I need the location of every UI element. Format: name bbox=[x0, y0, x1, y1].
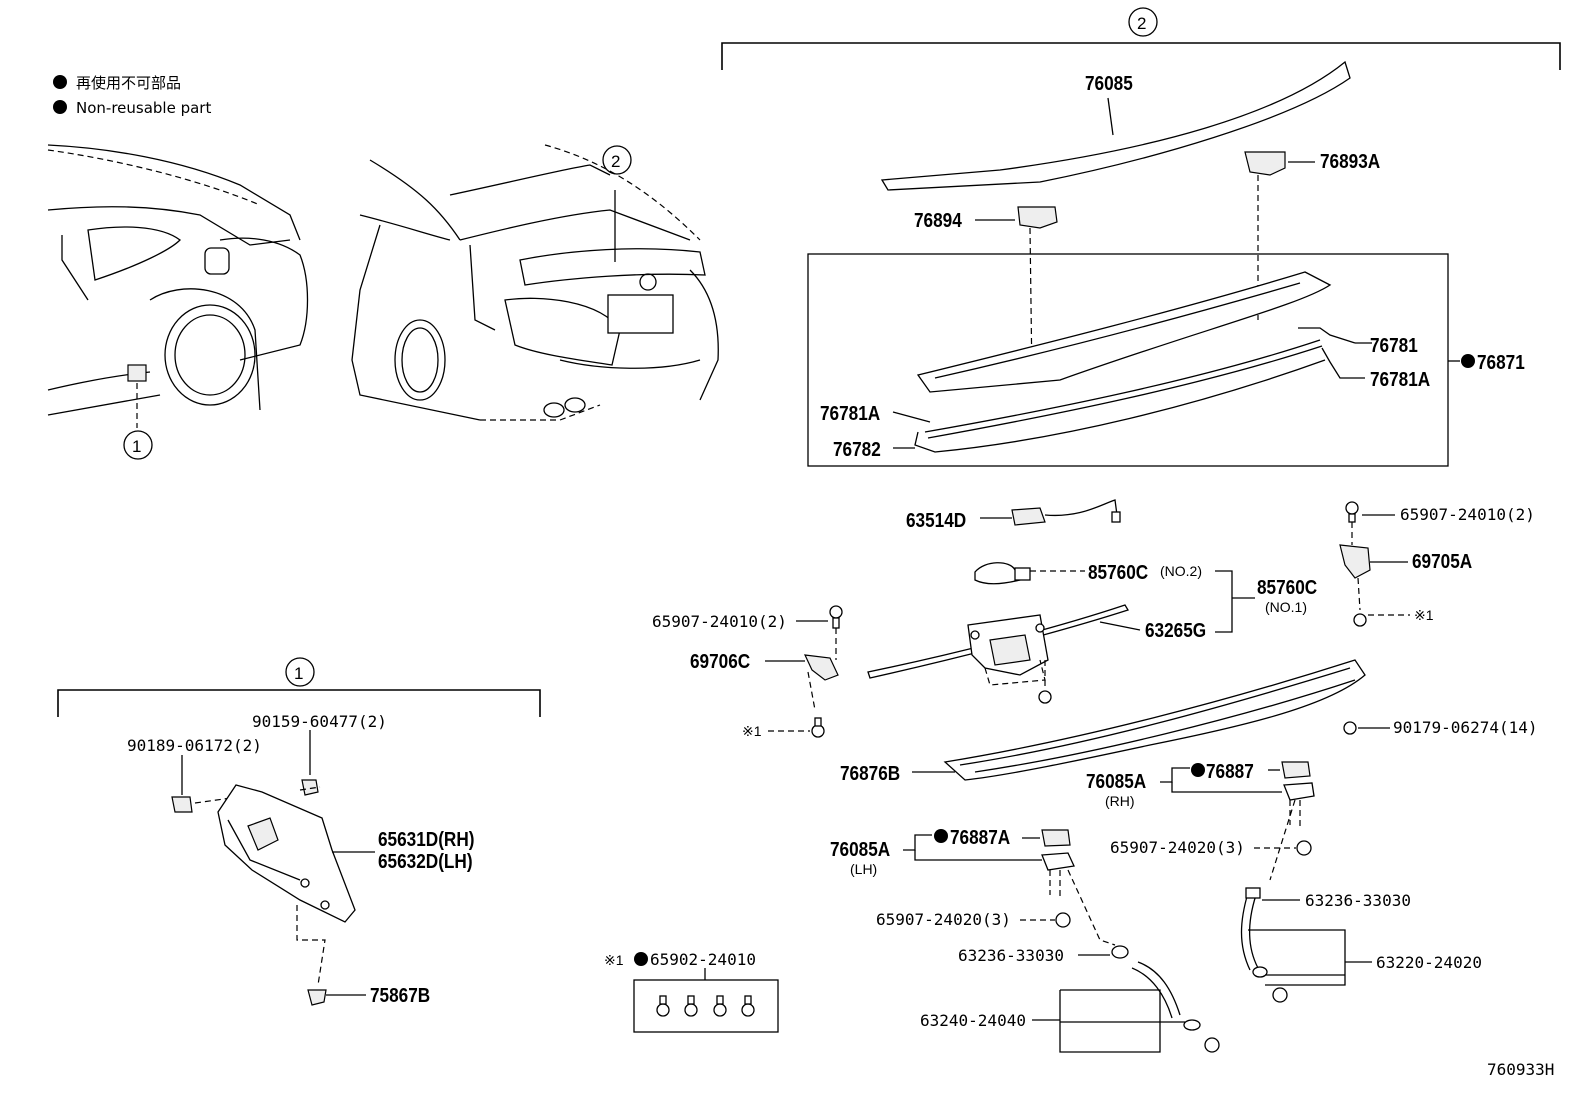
part-76887A: 76887A bbox=[950, 826, 1010, 849]
part-76085A-lh-qualifier: (LH) bbox=[850, 861, 877, 877]
non-reusable-dot-icon bbox=[934, 829, 948, 843]
callout-circle-1-group bbox=[285, 657, 315, 687]
part-65907-24020-left: 65907-24020(3) bbox=[876, 910, 1011, 929]
part-65902-24010: 65902-24010 bbox=[650, 950, 756, 969]
part-75867B: 75867B bbox=[370, 984, 430, 1007]
part-90159-60477: 90159-60477(2) bbox=[252, 712, 387, 731]
part-76781: 76781 bbox=[1370, 334, 1418, 357]
rh-bracket-group: 76085A (RH) 76887 65907-24020(3) 63236-3… bbox=[1086, 760, 1482, 1003]
part-76782: 76782 bbox=[833, 438, 881, 461]
part-85760C-no2: 85760C bbox=[1088, 561, 1148, 584]
non-reusable-dot-icon bbox=[53, 100, 67, 114]
legend: 再使用不可部品 Non-reusable part bbox=[53, 74, 211, 117]
legend-jp: 再使用不可部品 bbox=[76, 74, 181, 92]
part-76894: 76894 bbox=[914, 209, 962, 232]
lh-bracket-group: 76085A (LH) 76887A 65907-24020(3) 63236-… bbox=[830, 826, 1220, 1053]
spoiler-base: 76876B 90179-06274(14) bbox=[840, 659, 1538, 785]
part-85760C-no2-qualifier: (NO.2) bbox=[1160, 563, 1202, 579]
non-reusable-dot-icon bbox=[634, 952, 648, 966]
part-76085A-lh: 76085A bbox=[830, 838, 890, 861]
part-76893A: 76893A bbox=[1320, 150, 1380, 173]
part-76085: 76085 bbox=[1085, 72, 1133, 95]
star-mark-right: ※1 bbox=[1414, 607, 1434, 623]
part-65907-24020-right: 65907-24020(3) bbox=[1110, 838, 1245, 857]
group-2-label: 2 bbox=[1137, 14, 1146, 33]
figure-id: 760933H bbox=[1487, 1060, 1554, 1079]
callout-circle-2-top bbox=[1128, 7, 1158, 37]
group-1-label: 1 bbox=[294, 664, 303, 683]
group-2-bracket: 2 bbox=[721, 7, 1561, 70]
bolt-kit: ※1 65902-24010 bbox=[604, 950, 779, 1033]
callout-circle-2 bbox=[602, 145, 632, 175]
non-reusable-dot-icon bbox=[53, 75, 67, 89]
star-mark-left: ※1 bbox=[742, 723, 762, 739]
part-76781A-right: 76781A bbox=[1370, 368, 1430, 391]
group-1: 1 90159-60477(2) 90189-06172(2) 65631D(R… bbox=[57, 657, 541, 1007]
part-65631D: 65631D(RH) bbox=[378, 828, 474, 851]
part-76887: 76887 bbox=[1206, 760, 1254, 783]
part-85760C-no1-qualifier: (NO.1) bbox=[1265, 599, 1307, 615]
callout-2-label: 2 bbox=[611, 152, 620, 171]
part-69706C: 69706C bbox=[690, 650, 750, 673]
callout-1-label: 1 bbox=[132, 437, 141, 456]
non-reusable-dot-icon bbox=[1461, 354, 1475, 368]
part-63220-24020: 63220-24020 bbox=[1376, 953, 1482, 972]
group-76871-box: 76781 76781A 76781A 76782 76871 bbox=[807, 253, 1525, 467]
car-rear-view: 2 bbox=[351, 144, 719, 421]
part-85760C-no1: 85760C bbox=[1257, 576, 1317, 599]
car-side-view: 1 bbox=[47, 144, 309, 460]
part-76085A-rh: 76085A bbox=[1086, 770, 1146, 793]
part-65632D: 65632D(LH) bbox=[378, 850, 473, 873]
part-63514D: 63514D bbox=[906, 509, 966, 532]
part-65907-24010-left: 65907-24010(2) bbox=[652, 612, 787, 631]
left-hinge-group: 65907-24010(2) 69706C ※1 bbox=[652, 605, 843, 739]
part-76871: 76871 bbox=[1477, 351, 1525, 374]
part-90189-06172: 90189-06172(2) bbox=[127, 736, 262, 755]
star-mark-kit: ※1 bbox=[604, 952, 624, 968]
part-76876B: 76876B bbox=[840, 762, 900, 785]
part-63265G: 63265G bbox=[1145, 619, 1206, 642]
part-69705A: 69705A bbox=[1412, 550, 1472, 573]
spoiler-assembly: 76085 76893A 76894 bbox=[880, 60, 1380, 381]
part-63236-33030-left: 63236-33030 bbox=[958, 946, 1064, 965]
callout-circle-1 bbox=[123, 430, 153, 460]
motor-and-linkage: 63514D 85760C (NO.2) 85760C (NO.1) 63265… bbox=[867, 499, 1317, 704]
part-65907-24010-right: 65907-24010(2) bbox=[1400, 505, 1535, 524]
non-reusable-dot-icon bbox=[1191, 763, 1205, 777]
right-hinge-group: 65907-24010(2) 69705A ※1 bbox=[1339, 501, 1535, 627]
part-63240-24040: 63240-24040 bbox=[920, 1011, 1026, 1030]
part-63236-33030-right: 63236-33030 bbox=[1305, 891, 1411, 910]
part-76085A-rh-qualifier: (RH) bbox=[1105, 793, 1135, 809]
part-76781A-left: 76781A bbox=[820, 402, 880, 425]
part-90179-06274: 90179-06274(14) bbox=[1393, 718, 1538, 737]
legend-en: Non-reusable part bbox=[76, 99, 211, 117]
